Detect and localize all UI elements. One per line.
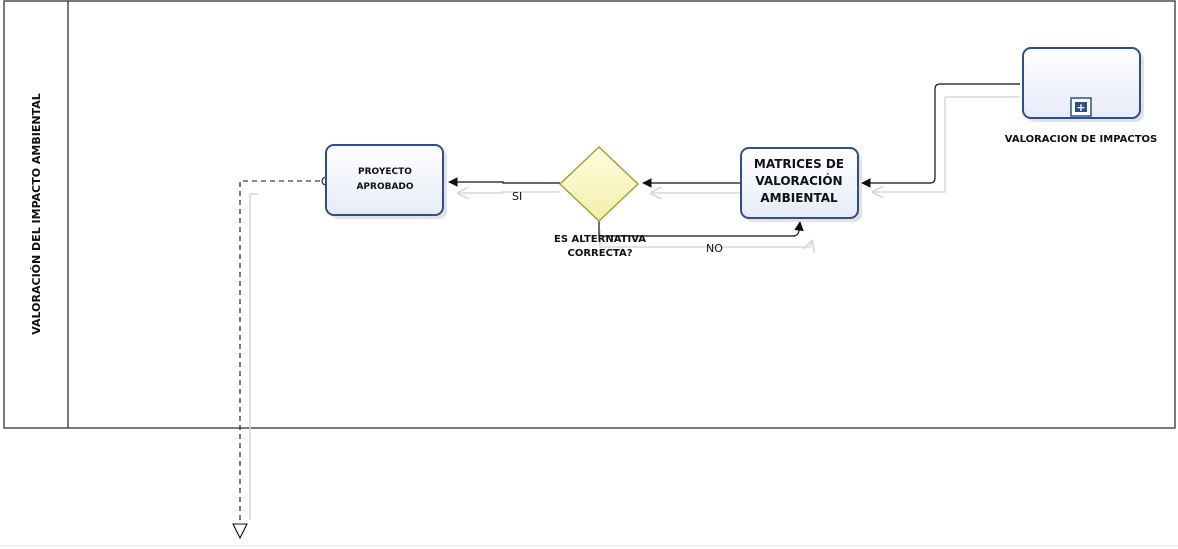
flow-gateway-yes[interactable] [448, 177, 560, 187]
pool-border [3, 0, 1176, 429]
task-matrices-line3: AMBIENTAL [760, 191, 838, 205]
task-proyecto-aprobado[interactable]: PROYECTO APROBADO [325, 144, 447, 219]
association-flow[interactable] [239, 180, 320, 520]
task-matrices-line2: VALORACIÓN [755, 173, 842, 188]
association-end-arrow [232, 523, 248, 540]
gateway-label-line2: CORRECTA? [568, 248, 633, 259]
lane-label: VALORACIÓN DEL IMPACTO AMBIENTAL [30, 93, 43, 334]
task-matrices-valoracion[interactable]: MATRICES DE VALORACIÓN AMBIENTAL [740, 147, 862, 222]
plus-icon: + [1076, 101, 1085, 114]
no-label: NO [706, 242, 723, 255]
subprocess-label: VALORACION DE IMPACTOS [1005, 134, 1157, 145]
task-proyecto-line2: APROBADO [356, 182, 413, 192]
task-proyecto-line1: PROYECTO [358, 167, 412, 177]
subprocess-valoracion-impactos[interactable]: + [1022, 47, 1144, 122]
gateway-alternativa[interactable] [558, 145, 640, 223]
flow-gateway-no[interactable] [598, 220, 804, 237]
flow-shadows [249, 96, 1020, 520]
flow-subprocess-to-matrices[interactable] [861, 83, 1020, 188]
yes-label: SI [512, 190, 522, 203]
task-matrices-line1: MATRICES DE [754, 157, 844, 171]
gateway-label-line1: ES ALTERNATIVA [554, 234, 646, 245]
expand-marker-fill [1075, 102, 1087, 112]
